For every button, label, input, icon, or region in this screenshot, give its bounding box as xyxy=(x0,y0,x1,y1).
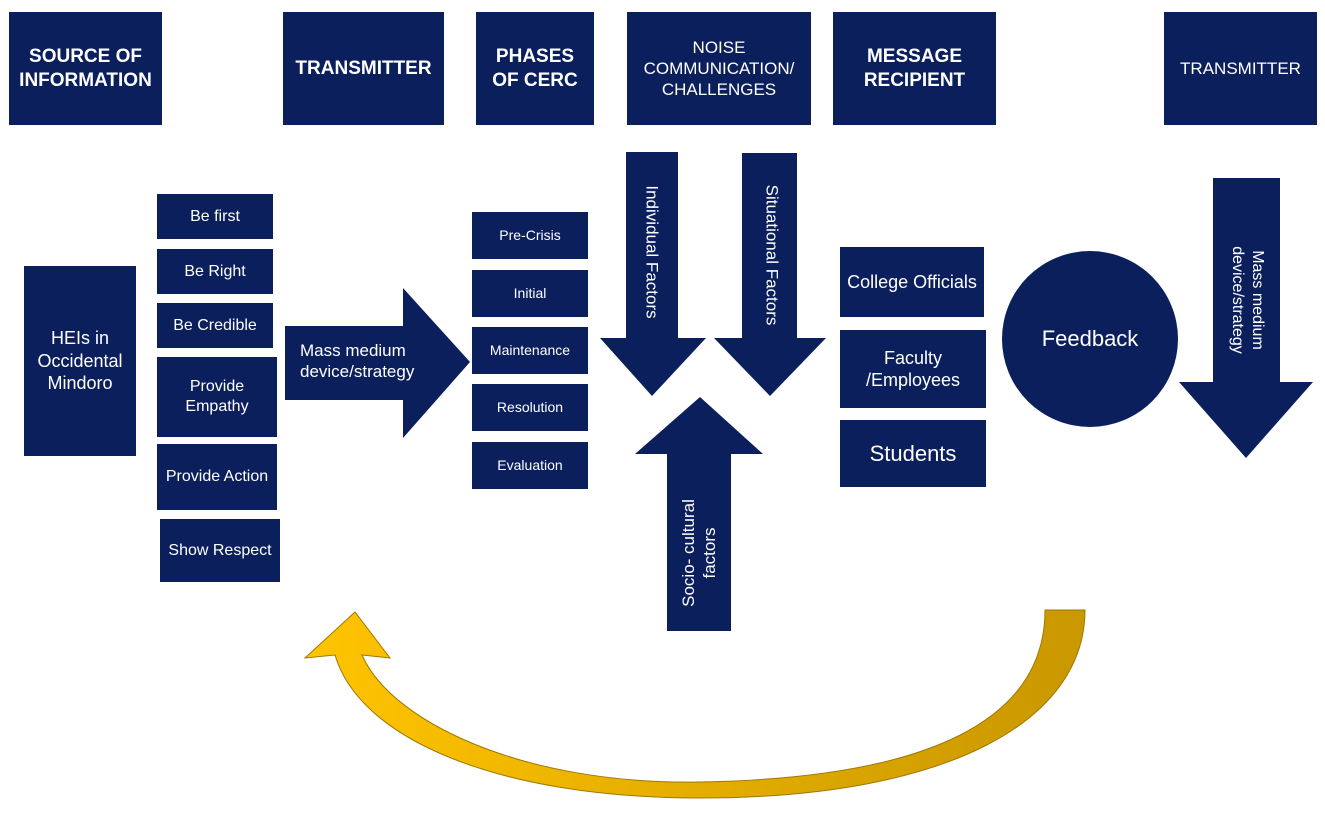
header-transmitter-left: TRANSMITTER xyxy=(283,12,444,125)
recipient-box: Students xyxy=(840,420,986,487)
sociocultural-factors-label: Socio- cultural factors xyxy=(678,499,719,607)
principle-box: Show Respect xyxy=(160,519,280,582)
phase-box: Pre-Crisis xyxy=(472,212,588,259)
principle-box: Provide Empathy xyxy=(157,357,277,437)
sociocultural-factors-arrow xyxy=(635,397,763,631)
individual-factors-label: Individual Factors xyxy=(642,185,662,319)
feedback-return-arrow xyxy=(303,609,1086,799)
principle-box: Be Right xyxy=(157,249,273,294)
source-hei-box: HEIs in Occidental Mindoro xyxy=(24,266,136,456)
header-phases-of-cerc: PHASES OF CERC xyxy=(476,12,594,125)
transmitter-arrow xyxy=(285,288,470,438)
recipient-box: College Officials xyxy=(840,247,984,317)
situational-factors-arrow xyxy=(714,153,826,396)
header-message-recipient: MESSAGE RECIPIENT xyxy=(833,12,996,125)
right-arrow-label: Mass medium device/strategy xyxy=(1229,246,1266,354)
phase-box: Evaluation xyxy=(472,442,588,489)
principle-box: Be Credible xyxy=(157,303,273,348)
header-transmitter-right: TRANSMITTER xyxy=(1164,12,1317,125)
situational-factors-label: Situational Factors xyxy=(762,184,782,326)
phase-box: Initial xyxy=(472,270,588,317)
right-transmitter-arrow xyxy=(1179,178,1313,458)
principle-box: Be first xyxy=(157,194,273,239)
phase-box: Maintenance xyxy=(472,327,588,374)
header-source-of-information: SOURCE OF INFORMATION xyxy=(9,12,162,125)
phase-box: Resolution xyxy=(472,384,588,431)
recipient-box: Faculty /Employees xyxy=(840,330,986,408)
individual-factors-arrow xyxy=(600,152,706,396)
transmitter-arrow-label: Mass medium device/strategy xyxy=(300,341,415,382)
header-noise-communication: NOISE COMMUNICATION/ CHALLENGES xyxy=(627,12,811,125)
feedback-circle: Feedback xyxy=(1002,251,1178,427)
principle-box: Provide Action xyxy=(157,444,277,510)
